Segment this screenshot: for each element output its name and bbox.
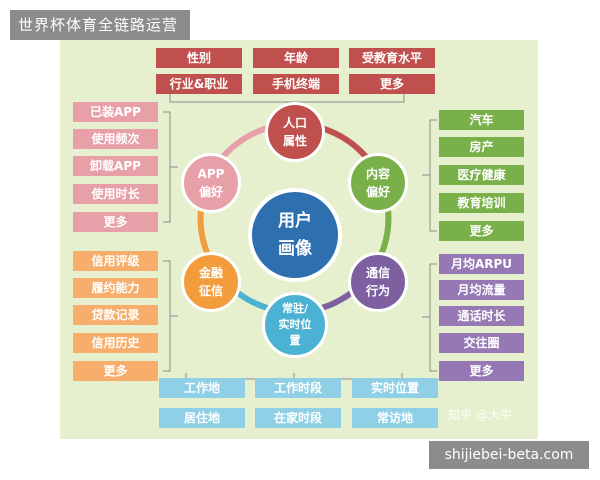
tag-more: 更多 (349, 74, 435, 94)
tag-education-training: 教育培训 (439, 193, 524, 213)
tag-monthly-arpu: 月均ARPU (439, 254, 524, 274)
tag-social-circle: 交往圈 (439, 333, 524, 353)
node-label: 置 (289, 334, 301, 347)
tag-call-duration: 通话时长 (439, 306, 524, 326)
center-label: 画像 (278, 239, 312, 259)
tag-usage-frequency: 使用频次 (73, 129, 158, 149)
tag-more: 更多 (73, 361, 158, 381)
tag-automobile: 汽车 (439, 110, 524, 130)
tag-credit-rating: 信用评级 (73, 251, 158, 271)
tag-performance-ability: 履约能力 (73, 278, 158, 298)
watermark: shijiebei-beta.com (429, 441, 589, 469)
node-label: 偏好 (198, 185, 223, 199)
tag-more: 更多 (439, 361, 524, 381)
node-label: 内容 (365, 167, 390, 181)
tag-monthly-traffic: 月均流量 (439, 280, 524, 300)
node-location: 常驻/ 实时位 置 (262, 292, 328, 358)
node-content-preference: 内容 偏好 (348, 153, 408, 213)
tag-credit-history: 信用历史 (73, 333, 158, 353)
node-label: 金融 (198, 266, 223, 280)
node-label: 属性 (282, 134, 307, 148)
node-label: 行为 (365, 284, 390, 298)
tag-usage-duration: 使用时长 (73, 184, 158, 204)
node-population-attributes: 人口 属性 (265, 102, 325, 162)
tag-home-hours: 在家时段 (255, 408, 341, 428)
node-telecom-behavior: 通信 行为 (348, 252, 408, 312)
node-label: 常驻/ (281, 302, 309, 315)
tag-education: 受教育水平 (349, 48, 435, 68)
center-label: 用户 (278, 211, 312, 231)
tag-loan-record: 贷款记录 (73, 305, 158, 325)
zhihu-credit: 知乎 @大牛 (448, 408, 512, 422)
node-label: 偏好 (365, 185, 390, 199)
node-label: 实时位 (278, 318, 312, 331)
node-label: 人口 (282, 116, 307, 130)
tag-work-hours: 工作时段 (255, 378, 341, 398)
tag-gender: 性别 (156, 48, 242, 68)
node-app-preference: APP 偏好 (181, 153, 241, 213)
tag-real-estate: 房产 (439, 137, 524, 157)
tag-health: 医疗健康 (439, 165, 524, 185)
tag-work-place: 工作地 (159, 378, 245, 398)
tag-industry-occupation: 行业&职业 (156, 74, 242, 94)
tag-phone-device: 手机终端 (253, 74, 339, 94)
tag-realtime-location: 实时位置 (352, 378, 438, 398)
tag-installed-app: 已装APP (73, 102, 158, 122)
node-label: APP (197, 167, 225, 181)
node-label: 通信 (365, 266, 390, 280)
node-finance-credit: 金融 征信 (181, 252, 241, 312)
tag-age: 年龄 (253, 48, 339, 68)
tag-uninstalled-app: 卸载APP (73, 156, 158, 176)
tag-more: 更多 (73, 212, 158, 232)
tag-frequent-place: 常访地 (352, 408, 438, 428)
user-profile-diagram: 性别 年龄 受教育水平 行业&职业 手机终端 更多 已装APP 使用频次 卸载A… (60, 40, 538, 439)
node-label: 征信 (198, 284, 223, 298)
node-user-profile-center: 用户 画像 (248, 188, 342, 282)
tag-more: 更多 (439, 221, 524, 241)
site-label: 世界杯体育全链路运营 (10, 10, 190, 40)
tag-residence: 居住地 (159, 408, 245, 428)
